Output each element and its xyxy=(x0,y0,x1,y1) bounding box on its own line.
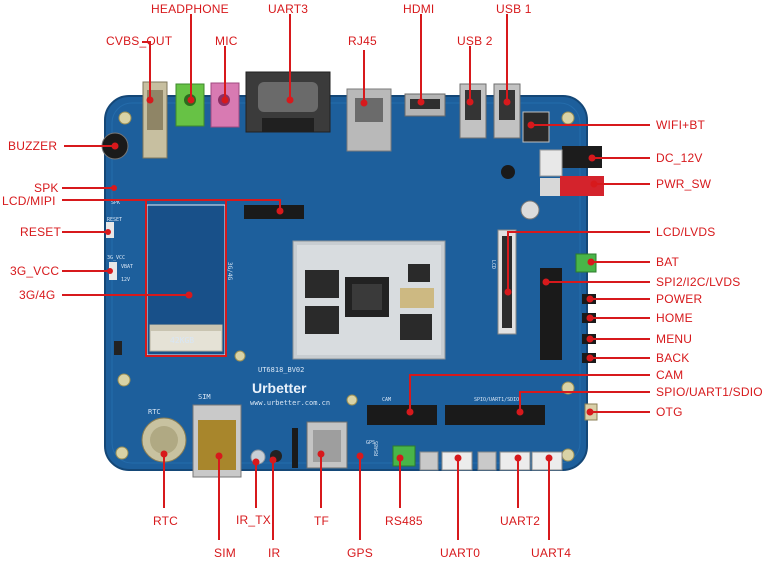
label-cvbs-out: CVBS_OUT xyxy=(106,34,173,48)
vbat-silk-text: VBAT xyxy=(121,264,133,270)
label-ir-tx: IR_TX xyxy=(236,513,272,527)
label-uart0: UART0 xyxy=(440,546,481,560)
label-usb2: USB 2 xyxy=(457,34,493,48)
leader-lcd-lvds xyxy=(507,231,650,292)
rs485-silk-text: RS485 xyxy=(374,441,380,456)
lcd-silk-text: LCD xyxy=(490,260,496,269)
label-tf: TF xyxy=(314,514,330,528)
label-home: HOME xyxy=(656,311,693,325)
slot-3g4g: 42KGB 3G/4G xyxy=(146,204,233,356)
label-back: BACK xyxy=(656,351,690,365)
leader-lines xyxy=(62,14,650,540)
label-spio-uart1-sdio: SPIO/UART1/SDIO xyxy=(656,385,763,399)
label-menu: MENU xyxy=(656,332,693,346)
leader-spio xyxy=(519,391,650,412)
label-3g-4g: 3G/4G xyxy=(19,288,56,302)
cam-silk-text: CAM xyxy=(382,397,391,403)
label-cam: CAM xyxy=(656,368,684,382)
label-reset: RESET xyxy=(20,225,62,239)
leader-dots xyxy=(105,96,598,466)
label-hdmi: HDMI xyxy=(403,2,435,16)
core-module xyxy=(292,240,446,360)
label-rj45: RJ45 xyxy=(348,34,377,48)
label-buzzer: BUZZER xyxy=(8,139,58,153)
rtc-silk-text: RTC xyxy=(148,408,161,416)
label-uart4: UART4 xyxy=(531,546,572,560)
label-wifi-bt: WIFI+BT xyxy=(656,118,706,132)
label-lcd-mipi: LCD/MIPI xyxy=(2,194,56,208)
label-rs485: RS485 xyxy=(385,514,423,528)
label-power: POWER xyxy=(656,292,703,306)
board-url-text: www.urbetter.com.cn xyxy=(250,399,330,407)
board-brand-text: Urbetter xyxy=(252,380,307,396)
leader-cam xyxy=(409,374,650,412)
label-spk: SPK xyxy=(34,181,59,195)
label-lcd-lvds: LCD/LVDS xyxy=(656,225,716,239)
board-model-text: UT6818_BV02 xyxy=(258,366,304,374)
spk-silk-text: SPK xyxy=(111,200,120,206)
label-bat: BAT xyxy=(656,255,680,269)
leader-3g4g-box xyxy=(145,200,227,357)
v12-silk-text: 12V xyxy=(121,277,130,283)
label-headphone: HEADPHONE xyxy=(151,2,229,16)
label-rtc: RTC xyxy=(153,514,179,528)
label-uart2: UART2 xyxy=(500,514,541,528)
label-uart3: UART3 xyxy=(268,2,309,16)
bottom-parts: UT6818_BV02 Urbetter www.urbetter.com.cn… xyxy=(107,200,563,478)
gps-silk-text: GPS xyxy=(366,440,375,446)
label-dc-12v: DC_12V xyxy=(656,151,703,165)
slot-3g4g-text: 3G/4G xyxy=(226,262,233,280)
label-sim: SIM xyxy=(214,546,236,560)
label-mic: MIC xyxy=(215,34,238,48)
vcc-silk-text: 3G_VCC xyxy=(107,255,125,261)
label-usb1: USB 1 xyxy=(496,2,532,16)
label-3g-vcc: 3G_VCC xyxy=(10,264,60,278)
label-pwr-sw: PWR_SW xyxy=(656,177,712,191)
label-ir: IR xyxy=(268,546,281,560)
label-otg: OTG xyxy=(656,405,683,419)
label-spi2-i2c-lvds: SPI2/I2C/LVDS xyxy=(656,275,741,289)
reset-silk-text: RESET xyxy=(107,217,122,223)
leader-cvbs-out xyxy=(142,41,151,100)
label-gps: GPS xyxy=(347,546,373,560)
sim-silk-text: SIM xyxy=(198,393,211,401)
leader-lcd-mipi xyxy=(62,199,281,211)
slot-chip-text: 42KGB xyxy=(170,336,194,345)
spio-silk-text: SPIO/UART1/SDIO xyxy=(474,397,519,403)
